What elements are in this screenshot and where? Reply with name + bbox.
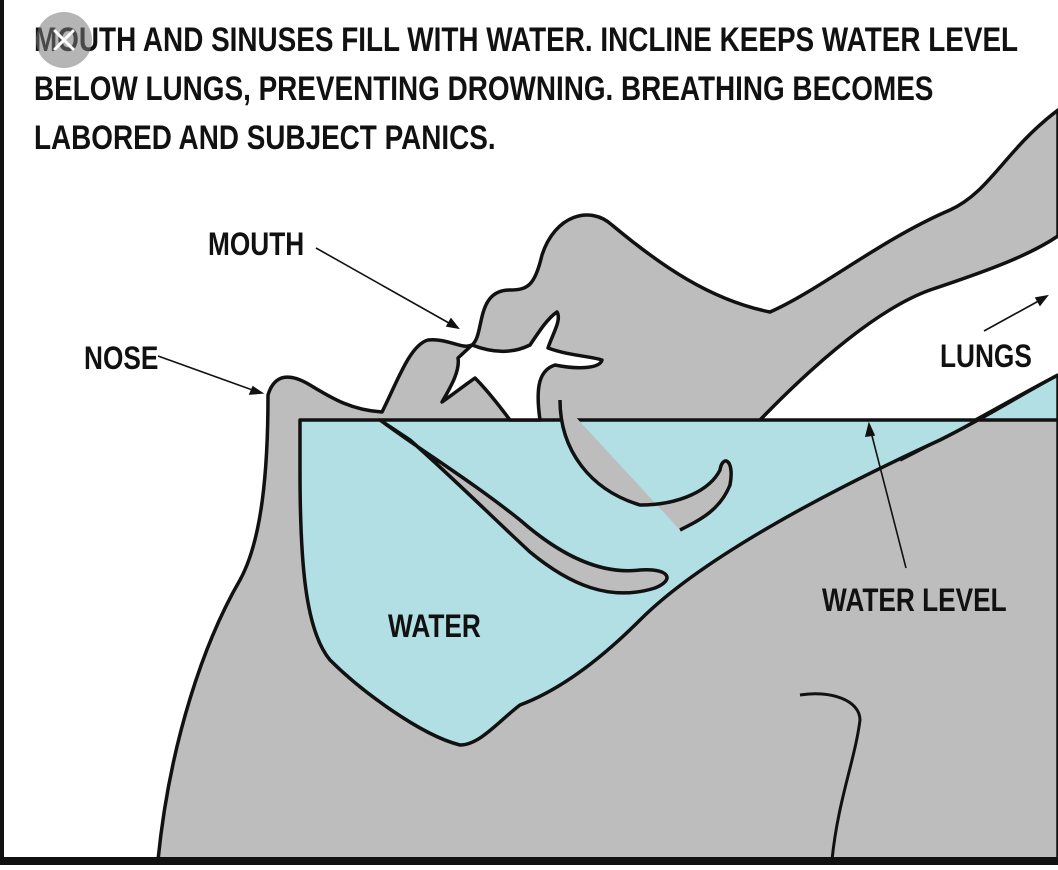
airway-upper-wall [758, 234, 1058, 422]
close-icon [53, 29, 75, 51]
close-button[interactable] [36, 12, 92, 68]
label-lungs: LUNGS [940, 338, 1032, 374]
label-mouth: MOUTH [208, 226, 305, 262]
frame-bottom-border [0, 857, 1058, 865]
body-contour [799, 692, 862, 861]
throat-wall [558, 399, 733, 532]
pointer-arrows [157, 247, 1049, 569]
label-nose: NOSE [84, 340, 159, 376]
caption-line-2: BELOW LUNGS, PREVENTING DROWNING. BREATH… [34, 70, 934, 108]
water-pool [298, 373, 1058, 747]
tongue-palate [378, 418, 669, 595]
airway-to-lungs [760, 236, 1058, 420]
frame-left-border [0, 0, 4, 865]
label-water-level: WATER LEVEL [822, 582, 1007, 618]
caption-line-3: LABORED AND SUBJECT PANICS. [34, 119, 496, 157]
caption-line-1: MOUTH AND SINUSES FILL WITH WATER. INCLI… [34, 21, 1019, 59]
mouth-cavity [440, 310, 604, 422]
diagram-caption: MOUTH AND SINUSES FILL WITH WATER. INCLI… [34, 16, 1019, 163]
label-water: WATER [388, 608, 481, 644]
